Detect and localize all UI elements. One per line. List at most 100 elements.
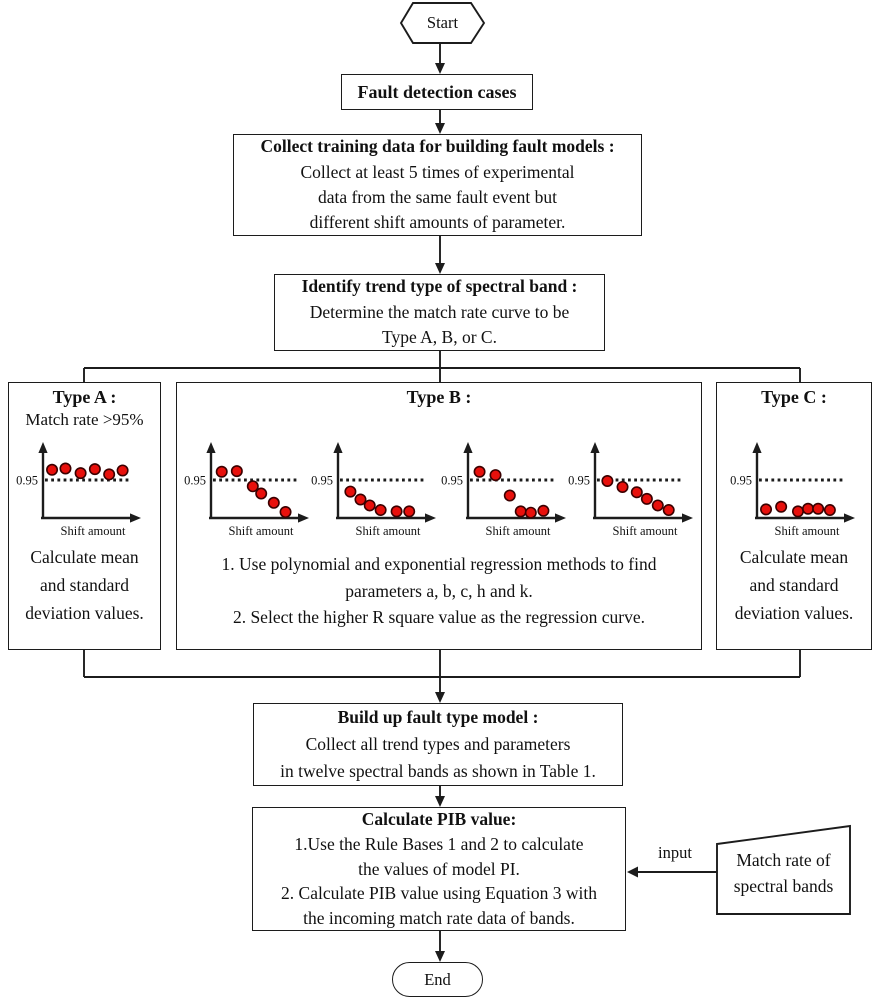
chart-dot [601, 475, 614, 488]
chart-dot [279, 506, 292, 519]
node-text-line: deviation values. [25, 603, 144, 623]
chart-dot [640, 492, 653, 505]
chart-dot [74, 467, 87, 480]
arrowhead [435, 123, 445, 134]
chart-dot [230, 465, 243, 478]
type-a-body: Calculate mean and standard deviation va… [9, 543, 160, 627]
node-text-line: 2. Calculate PIB value using Equation 3 … [281, 883, 597, 904]
node-text-line: data from the same fault event but [317, 187, 558, 207]
node-text-line: Calculate mean [739, 547, 849, 567]
chart-dot [374, 504, 387, 517]
axis-label: Shift amount [486, 524, 551, 538]
type-a-subtitle: Match rate >95% [25, 410, 144, 429]
chart-dot [344, 485, 357, 498]
node-text-line: spectral bands [733, 876, 834, 896]
x-axis-arrowhead [298, 513, 309, 523]
identify-trend-type-node: Identify trend type of spectral band : D… [274, 274, 605, 351]
node-text-line: 2. Select the higher R square value as t… [232, 607, 646, 627]
node-text-line: Type A, B, or C. [382, 327, 497, 348]
node-text-line: the values of model PI. [358, 858, 520, 879]
chart-dot [473, 465, 486, 478]
axis-label: Shift amount [613, 524, 678, 538]
chart-dot [524, 506, 537, 519]
arrowhead-input [627, 866, 638, 878]
axis-label: Shift amount [775, 524, 840, 538]
node-text-line: Match rate of [736, 850, 831, 870]
type-a-title: Type A : [52, 387, 117, 407]
chart-dot [823, 504, 836, 517]
x-axis-arrowhead [130, 513, 141, 523]
arrowhead [435, 951, 445, 962]
node-text-line: and standard [40, 575, 129, 595]
fault-detection-cases-node: Fault detection cases [341, 74, 533, 110]
y-axis-arrowhead [206, 442, 216, 453]
chart-dot [390, 505, 403, 518]
chart-dot [215, 465, 228, 478]
input-arrow-label: input [658, 843, 692, 862]
chart-dot [503, 489, 516, 502]
node-title: End [424, 969, 451, 989]
threshold-label: 0.95 [568, 474, 590, 488]
axis-label: Shift amount [229, 524, 294, 538]
x-axis-arrowhead [682, 513, 693, 523]
node-text-line: in twelve spectral bands as shown in Tab… [280, 761, 596, 781]
node-text-line: 1. Use polynomial and exponential regres… [221, 554, 657, 574]
threshold-label: 0.95 [311, 474, 333, 488]
build-fault-model-node: Build up fault type model : Collect all … [253, 703, 623, 786]
chart-dot [802, 502, 815, 515]
chart-dot [116, 464, 129, 477]
node-text-line: Calculate mean [30, 547, 139, 567]
node-title: Calculate PIB value: [361, 809, 517, 830]
chart-dot [354, 493, 367, 506]
chart-dot [537, 504, 550, 517]
collect-training-data-node: Collect training data for building fault… [233, 134, 642, 236]
chart-dot [46, 463, 59, 476]
chart-dot [791, 505, 804, 518]
match-rate-node-label: Match rate of spectral bands [717, 847, 850, 899]
type-b-title: Type B : [406, 387, 472, 407]
chart-dot [775, 500, 788, 513]
chart-dot [760, 503, 773, 516]
calculate-pib-node: Calculate PIB value: 1.Use the Rule Base… [252, 807, 626, 931]
arrowhead [435, 263, 445, 274]
node-text-line: Collect at least 5 times of experimental [300, 161, 575, 182]
chart-dot [363, 499, 376, 512]
arrowhead [435, 796, 445, 807]
chart-dot [662, 504, 675, 517]
node-text-line: different shift amounts of parameter. [309, 212, 566, 233]
node-text-line: Determine the match rate curve to be [309, 301, 570, 322]
type-b-body: 1. Use polynomial and exponential regres… [177, 551, 701, 631]
chart-dot [255, 487, 268, 500]
chart-dot [103, 468, 116, 481]
axis-label: Shift amount [61, 524, 126, 538]
y-axis-arrowhead [333, 442, 343, 453]
threshold-label: 0.95 [441, 474, 463, 488]
threshold-label: 0.95 [184, 474, 206, 488]
axis-label: Shift amount [356, 524, 421, 538]
arrowhead [435, 63, 445, 74]
threshold-label: 0.95 [730, 474, 752, 488]
node-title: Build up fault type model : [337, 707, 539, 727]
chart-dot [267, 496, 280, 509]
x-axis-arrowhead [844, 513, 855, 523]
threshold-label: 0.95 [16, 474, 38, 488]
chart-dot [630, 486, 643, 499]
node-title: Fault detection cases [357, 81, 517, 102]
chart-dot [812, 502, 825, 515]
match-rate-trapezoid [716, 824, 851, 915]
chart-dot [616, 480, 629, 493]
chart-dot [489, 469, 502, 482]
node-text-line: 1.Use the Rule Bases 1 and 2 to calculat… [294, 833, 584, 854]
node-text-line: Collect all trend types and parameters [305, 734, 571, 754]
start-hexagon [399, 2, 486, 44]
arrowhead [435, 692, 445, 703]
type-c-body: Calculate mean and standard deviation va… [717, 543, 871, 627]
end-node: End [392, 962, 483, 997]
